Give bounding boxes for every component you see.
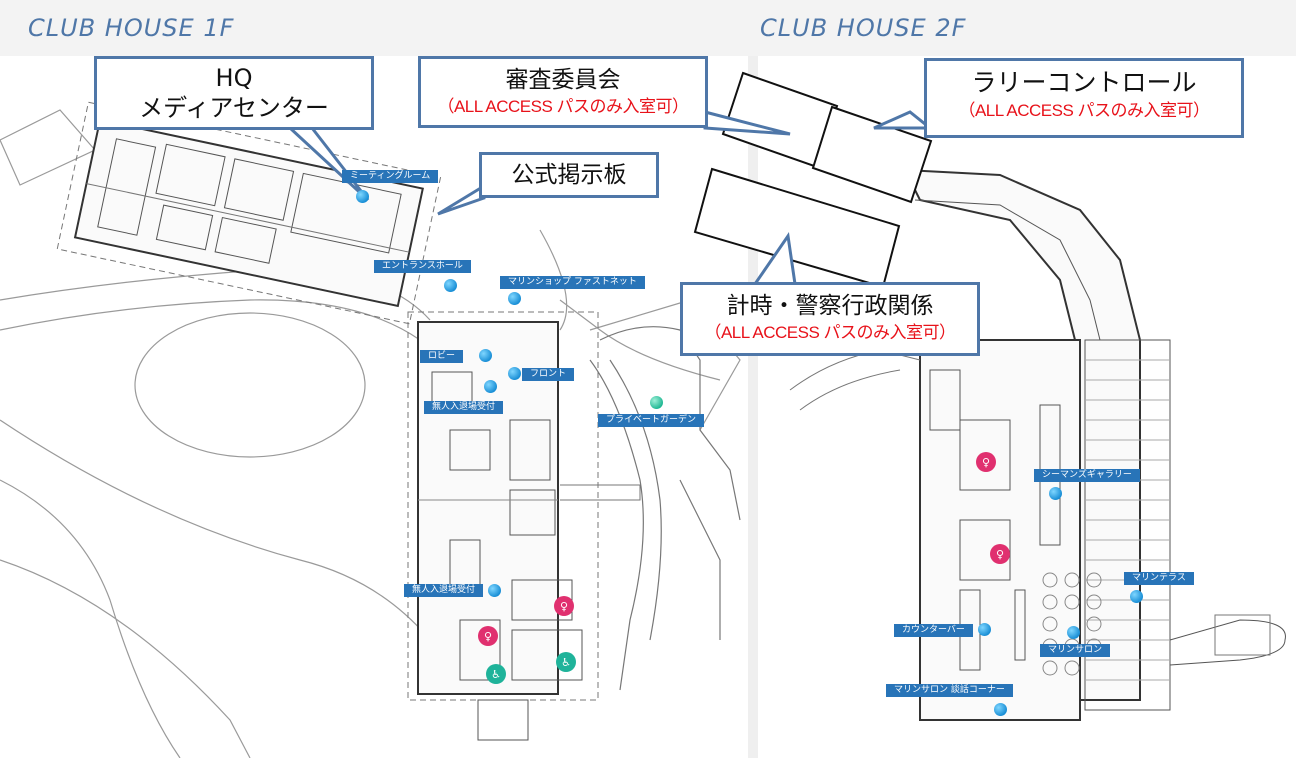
garden-area [589, 326, 741, 691]
poi-front-label: フロント [522, 368, 575, 381]
building-2f [903, 168, 1286, 721]
hq-building [56, 101, 442, 325]
hq-subtitle: メディアセンター [139, 94, 329, 122]
poi-lobby-label: ロビー [420, 350, 464, 363]
accessible-restroom-icon: ♿ [486, 664, 506, 684]
floor-title-2f: CLUB HOUSE 2F [760, 14, 967, 42]
jury-callout: 審査委員会 （ALL ACCESS パスのみ入室可） [418, 56, 708, 128]
poi-marine-salon-corner-label: マリンサロン 談話コーナー [886, 684, 1013, 697]
jury-title: 審査委員会 [505, 67, 621, 93]
rally-note: （ALL ACCESS パスのみ入室可） [958, 101, 1210, 120]
poi-front[interactable]: フロント [522, 368, 575, 381]
board-callout: 公式掲示板 [479, 152, 659, 198]
floor-title-1f: CLUB HOUSE 1F [28, 14, 235, 42]
poi-lobby[interactable]: ロビー [420, 350, 464, 363]
poi-dot-icon [479, 349, 492, 362]
timing-callout: 計時・警察行政関係 （ALL ACCESS パスのみ入室可） [680, 282, 980, 356]
poi-counter-bar-label: カウンターバー [894, 624, 973, 637]
poi-dot-icon [650, 396, 663, 409]
hq-callout: HQ メディアセンター [94, 56, 374, 130]
poi-private-garden[interactable]: プライベートガーデン [598, 414, 705, 427]
poi-meeting-room[interactable]: ミーティングルーム [342, 170, 439, 183]
restroom-icon: ♀ [990, 544, 1010, 564]
poi-counter-bar[interactable]: カウンターバー [894, 624, 973, 637]
hq-title: HQ [215, 64, 253, 92]
poi-marine-salon-label: マリンサロン [1040, 644, 1111, 657]
timing-title: 計時・警察行政関係 [726, 293, 934, 319]
poi-marine-terrace[interactable]: マリンテラス [1124, 572, 1194, 585]
poi-dot-icon [1049, 487, 1062, 500]
poi-marine-shop-label: マリンショップ ファストネット [500, 276, 645, 289]
poi-seamans-gallery[interactable]: シーマンズギャラリー [1034, 469, 1140, 482]
poi-dot-icon [356, 190, 369, 203]
room-outlines [693, 71, 933, 289]
title-strip [0, 0, 1296, 56]
poi-dot-icon [488, 584, 501, 597]
poi-seamans-gallery-label: シーマンズギャラリー [1034, 469, 1140, 482]
poi-dot-icon [508, 292, 521, 305]
poi-dot-icon [508, 367, 521, 380]
poi-dot-icon [444, 279, 457, 292]
poi-dot-icon [1067, 626, 1080, 639]
restroom-icon: ♀ [976, 452, 996, 472]
panel-divider [748, 56, 758, 758]
board-title: 公式掲示板 [511, 162, 627, 188]
poi-marine-salon-corner[interactable]: マリンサロン 談話コーナー [886, 684, 1013, 697]
poi-meeting-room-label: ミーティングルーム [342, 170, 439, 183]
timing-note: （ALL ACCESS パスのみ入室可） [704, 323, 956, 342]
poi-entrance-hall[interactable]: エントランスホール [374, 260, 471, 273]
poi-marine-salon[interactable]: マリンサロン [1040, 644, 1111, 657]
poi-private-garden-label: プライベートガーデン [598, 414, 705, 427]
restroom-icon: ♀ [478, 626, 498, 646]
poi-dot-icon [1130, 590, 1143, 603]
poi-unmanned-gate-2[interactable]: 無人入退場受付 [404, 584, 484, 597]
poi-dot-icon [994, 703, 1007, 716]
rally-title: ラリーコントロール [971, 68, 1197, 97]
poi-unmanned-gate-1[interactable]: 無人入退場受付 [424, 401, 504, 414]
poi-unmanned-gate-1-label: 無人入退場受付 [424, 401, 504, 414]
poi-dot-icon [978, 623, 991, 636]
poi-marine-terrace-label: マリンテラス [1124, 572, 1194, 585]
poi-dot-icon [484, 380, 497, 393]
poi-entrance-hall-label: エントランスホール [374, 260, 471, 273]
poi-marine-shop[interactable]: マリンショップ ファストネット [500, 276, 645, 289]
poi-unmanned-gate-2-label: 無人入退場受付 [404, 584, 484, 597]
rally-callout: ラリーコントロール （ALL ACCESS パスのみ入室可） [924, 58, 1244, 138]
jury-note: （ALL ACCESS パスのみ入室可） [437, 97, 689, 116]
exterior-2f [789, 349, 921, 411]
accessible-restroom-icon: ♿ [556, 652, 576, 672]
restroom-icon: ♀ [554, 596, 574, 616]
